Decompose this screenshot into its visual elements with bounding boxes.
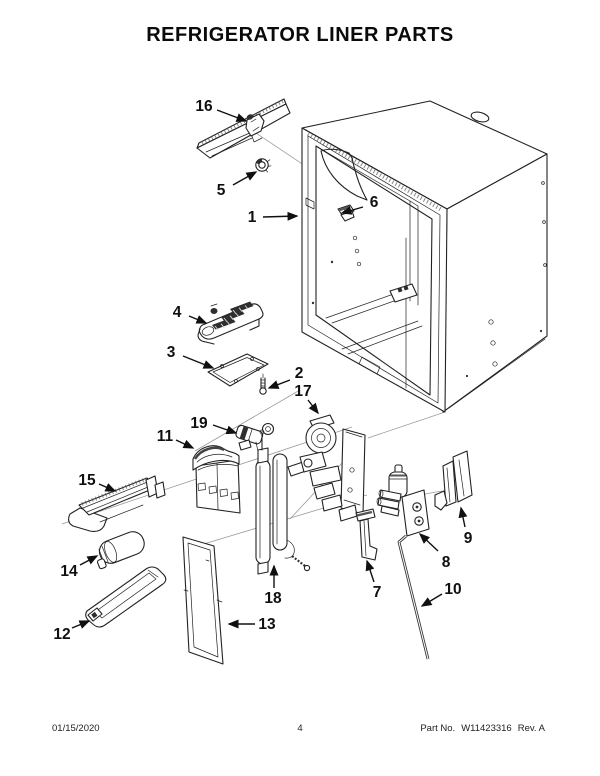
part-number-19: 19 <box>190 415 208 432</box>
callout-arrow-8 <box>418 532 439 552</box>
part-number-2: 2 <box>295 365 304 382</box>
callout-arrow-10 <box>420 593 443 607</box>
callout-arrow-15 <box>98 483 117 492</box>
callout-arrow-7 <box>365 559 375 583</box>
callout-18: 18 <box>264 564 282 607</box>
callout-arrow-19 <box>212 424 238 435</box>
callout-1: 1 <box>248 209 299 226</box>
callout-arrow-5 <box>232 171 258 186</box>
callout-arrow-4 <box>188 315 208 324</box>
callout-10: 10 <box>420 581 462 607</box>
callout-2: 2 <box>267 365 304 389</box>
callout-14: 14 <box>60 555 99 580</box>
callout-arrow-16 <box>216 109 248 122</box>
part-number-8: 8 <box>442 554 451 571</box>
part-9-bracket-cover <box>434 450 473 511</box>
part-number-14: 14 <box>60 563 78 580</box>
callout-arrow-11 <box>175 439 195 449</box>
footer-part-label: Part No. <box>420 723 456 734</box>
side-mounting-hole <box>492 361 498 367</box>
part-number-3: 3 <box>167 344 176 361</box>
flange-cutout <box>305 197 315 210</box>
callout-6: 6 <box>340 194 379 215</box>
footer-part-number: Part No. W11423316 Rev. A <box>420 723 545 734</box>
part-number-13: 13 <box>258 616 276 633</box>
callout-11: 11 <box>157 428 195 449</box>
callout-7: 7 <box>365 559 382 601</box>
part-10-tube <box>397 534 430 660</box>
part-number-16: 16 <box>195 98 213 115</box>
top-vent-slot <box>470 111 490 123</box>
callout-15: 15 <box>78 472 117 492</box>
footer-part-no-value: W11423316 <box>461 723 512 734</box>
callout-19: 19 <box>190 415 238 435</box>
footer-page-number: 4 <box>297 723 303 734</box>
part-number-6: 6 <box>370 194 379 211</box>
callout-8: 8 <box>418 532 451 571</box>
part-4-vent-grille <box>197 301 264 345</box>
part-12-tray <box>85 566 167 628</box>
callout-5: 5 <box>217 171 258 199</box>
page-footer: 01/15/2020 4 Part No. W11423316 Rev. A <box>0 723 600 737</box>
footer-revision: Rev. A <box>517 723 545 734</box>
callout-16: 16 <box>195 98 248 122</box>
callout-9: 9 <box>458 506 473 547</box>
callout-4: 4 <box>173 304 208 324</box>
part-13-panel <box>182 536 224 665</box>
part-8-water-valve <box>376 464 430 537</box>
callout-17: 17 <box>294 383 319 415</box>
part-11-bracket <box>192 445 241 514</box>
side-mounting-hole <box>490 340 496 346</box>
part-15-rail <box>67 475 166 532</box>
part-number-12: 12 <box>53 626 70 643</box>
part-number-18: 18 <box>264 590 282 607</box>
part-7-bracket <box>355 508 378 561</box>
page-title: REFRIGERATOR LINER PARTS <box>146 24 454 46</box>
part-5-grommet <box>255 158 272 173</box>
part-16-bracket-rail <box>196 98 291 159</box>
side-mounting-hole <box>488 319 494 325</box>
callout-arrow-1 <box>262 211 299 221</box>
part-number-1: 1 <box>248 209 257 226</box>
callout-arrow-2 <box>267 379 291 389</box>
part-number-9: 9 <box>464 530 473 547</box>
part-number-4: 4 <box>173 304 182 321</box>
part-2-screw <box>259 373 267 395</box>
interior-air-duct <box>320 148 368 201</box>
part-1-liner-cabinet <box>301 100 548 413</box>
callout-3: 3 <box>167 344 215 369</box>
part-number-10: 10 <box>444 581 461 598</box>
footer-date: 01/15/2020 <box>52 723 100 734</box>
part-18-tube-assembly <box>255 429 311 575</box>
callout-arrow-17 <box>307 399 319 415</box>
callout-arrow-12 <box>71 620 91 629</box>
callout-13: 13 <box>227 616 276 633</box>
part-19-sensor <box>235 422 275 467</box>
part-number-17: 17 <box>294 383 311 400</box>
callout-arrow-14 <box>79 555 99 566</box>
part-number-15: 15 <box>78 472 96 489</box>
flange-gasket-edge <box>307 132 443 212</box>
part-14-cylinder <box>96 531 145 570</box>
part-17-damper-control <box>287 414 366 522</box>
part-number-5: 5 <box>217 182 226 199</box>
callout-12: 12 <box>53 620 91 643</box>
part-3-cover-plate <box>207 353 269 387</box>
part-number-11: 11 <box>157 428 174 445</box>
callout-arrow-9 <box>458 506 468 528</box>
part-number-7: 7 <box>373 584 382 601</box>
callout-arrow-3 <box>182 355 215 369</box>
callout-arrow-6 <box>340 206 364 215</box>
